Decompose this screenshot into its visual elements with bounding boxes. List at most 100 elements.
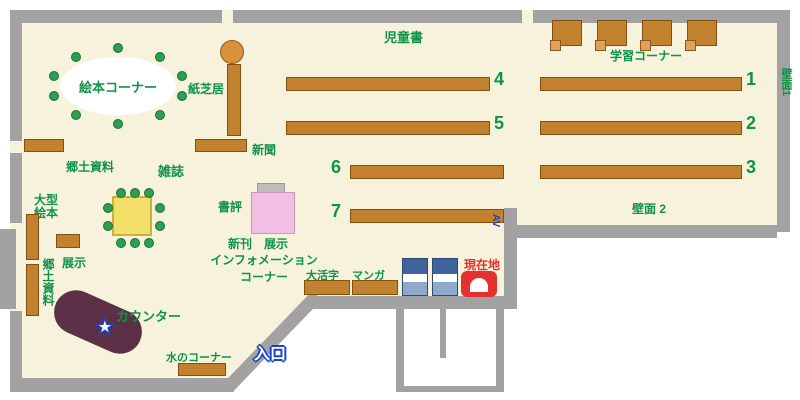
seat-dot bbox=[71, 52, 81, 62]
seat-dot bbox=[144, 238, 154, 248]
seat-dot bbox=[130, 238, 140, 248]
study-chair bbox=[640, 40, 651, 51]
book-review-label: 書評 bbox=[218, 200, 243, 214]
information-line1: インフォメーション bbox=[210, 253, 318, 267]
seat-dot bbox=[116, 238, 126, 248]
information-line2: コーナー bbox=[239, 270, 288, 284]
picture-book-corner-label: 絵本コーナー bbox=[78, 79, 157, 95]
terminal-base bbox=[433, 282, 457, 295]
wall-right bbox=[777, 23, 790, 232]
local-materials-left-shelf bbox=[26, 264, 39, 316]
local-materials-top-label: 郷土資料 bbox=[66, 160, 115, 174]
seat-dot bbox=[116, 188, 126, 198]
stairwell-right-line bbox=[496, 308, 504, 392]
stairwell-divider-line bbox=[440, 308, 446, 358]
wall-corridor-bottom bbox=[312, 296, 517, 309]
shelf-3 bbox=[540, 165, 742, 179]
large-print-shelf bbox=[304, 280, 350, 295]
shelf-1 bbox=[540, 77, 742, 91]
reading-table bbox=[112, 196, 152, 236]
wall-left-4 bbox=[10, 311, 22, 378]
wall-bottom-left bbox=[10, 378, 234, 392]
local-materials-left-label: 郷土資料 bbox=[41, 258, 55, 306]
information-corner-label: インフォメーション コーナー bbox=[204, 251, 324, 285]
seat-dot bbox=[155, 221, 165, 231]
exhibit-label: 展示 bbox=[62, 256, 87, 270]
shelf-number-3: 3 bbox=[746, 157, 757, 177]
shelf-number-6: 6 bbox=[331, 157, 342, 177]
wall-2-label: 壁面 2 bbox=[632, 202, 667, 216]
seat-dot bbox=[177, 71, 187, 81]
children-books-label: 児童書 bbox=[384, 30, 424, 45]
shelf-number-5: 5 bbox=[494, 113, 505, 133]
seat-dot bbox=[113, 43, 123, 53]
terminal-base bbox=[403, 282, 427, 295]
wall-left-3 bbox=[0, 229, 16, 309]
wall-top-3 bbox=[533, 10, 790, 23]
local-materials-shelf bbox=[24, 139, 64, 152]
new-books-label: 新刊 展示 bbox=[228, 237, 289, 251]
seat-dot bbox=[155, 203, 165, 213]
shelf-number-4: 4 bbox=[494, 69, 505, 89]
terminal-tray bbox=[433, 274, 457, 282]
counter-star-icon: ★ bbox=[94, 313, 115, 340]
study-chair bbox=[685, 40, 696, 51]
study-chair bbox=[595, 40, 606, 51]
shelf-number-7: 7 bbox=[331, 201, 342, 221]
wall-bottom-right bbox=[512, 225, 777, 238]
opac-terminal bbox=[402, 258, 428, 296]
seat-dot bbox=[155, 52, 165, 62]
kamishibai-shelf bbox=[227, 64, 241, 136]
seat-dot bbox=[130, 188, 140, 198]
av-label: AV bbox=[490, 214, 501, 228]
manga-shelf bbox=[352, 280, 398, 295]
wall-stub-av bbox=[504, 208, 517, 309]
large-picture-books-shelf bbox=[26, 214, 39, 260]
study-chair bbox=[550, 40, 561, 51]
seat-dot bbox=[71, 110, 81, 120]
seat-dot bbox=[103, 221, 113, 231]
kamishibai-label: 紙芝居 bbox=[188, 82, 225, 96]
wall-1-label: 壁面1 bbox=[780, 68, 792, 97]
seat-dot bbox=[49, 71, 59, 81]
shelf-number-2: 2 bbox=[746, 113, 757, 133]
current-location-label: 現在地 bbox=[464, 258, 501, 272]
shelf-5 bbox=[286, 121, 490, 135]
terminal-screen bbox=[403, 259, 427, 274]
shelf-7 bbox=[350, 209, 504, 223]
large-picture-books-label: 大型絵本 bbox=[34, 193, 59, 221]
shelf-number-1: 1 bbox=[746, 69, 757, 89]
seat-dot bbox=[49, 91, 59, 101]
stairwell-bottom-line bbox=[396, 386, 504, 392]
magazines-label: 雑誌 bbox=[158, 164, 185, 179]
picture-book-corner-rug: 絵本コーナー bbox=[60, 57, 176, 115]
water-corner-label: 水のコーナー bbox=[166, 352, 232, 364]
seat-dot bbox=[144, 188, 154, 198]
shelf-4 bbox=[286, 77, 490, 91]
counter-label: カウンター bbox=[116, 309, 182, 324]
shelf-2 bbox=[540, 121, 742, 135]
entrance-label: 入口 bbox=[254, 346, 287, 363]
newspaper-shelf bbox=[195, 139, 247, 152]
large-print-label: 大活字 bbox=[306, 270, 339, 282]
seat-dot bbox=[113, 119, 123, 129]
seat-dot bbox=[155, 110, 165, 120]
wall-top-1 bbox=[10, 10, 222, 23]
seat-dot bbox=[177, 91, 187, 101]
terminal-tray bbox=[403, 274, 427, 282]
newspaper-label: 新聞 bbox=[252, 143, 277, 157]
wall-left-2 bbox=[10, 153, 22, 223]
shelf-6 bbox=[350, 165, 504, 179]
current-location-dome bbox=[470, 278, 488, 292]
manga-label: マンガ bbox=[352, 270, 385, 282]
terminal-screen bbox=[433, 259, 457, 274]
exhibit-shelf bbox=[56, 234, 80, 248]
wall-top-2 bbox=[233, 10, 522, 23]
stairwell-left-line bbox=[396, 308, 404, 392]
seat-dot bbox=[103, 203, 113, 213]
water-corner-shelf bbox=[178, 363, 226, 376]
wall-left-1 bbox=[10, 23, 22, 141]
round-table bbox=[220, 40, 244, 64]
opac-terminal bbox=[432, 258, 458, 296]
